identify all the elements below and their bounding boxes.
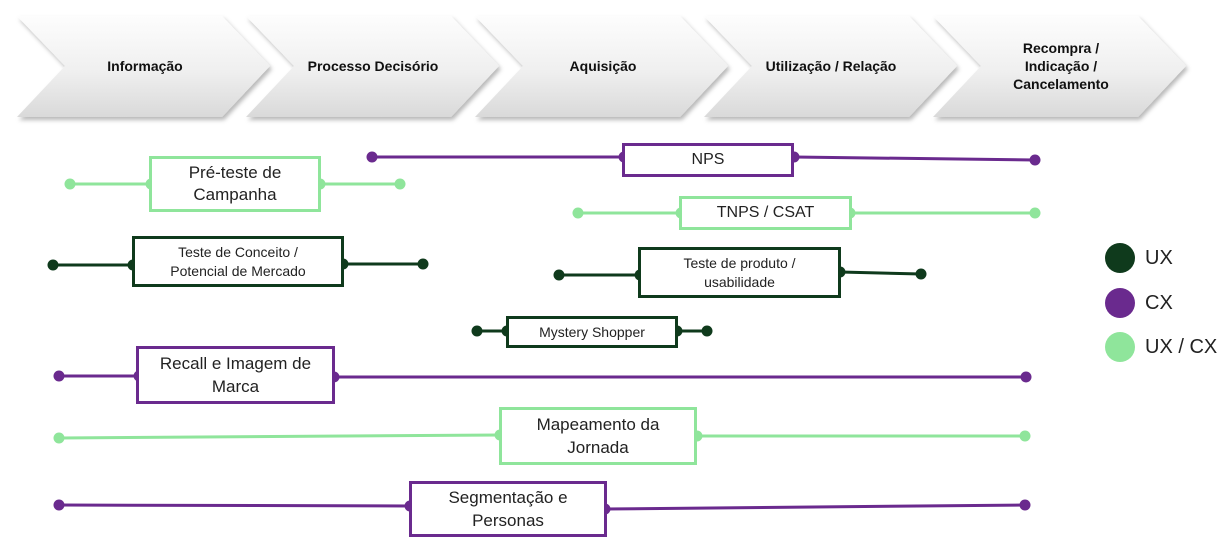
connector-dot (53, 499, 65, 511)
connector-line (839, 270, 922, 276)
connector-dot (366, 151, 378, 163)
connector-dot (53, 432, 65, 444)
connector-dot (1029, 154, 1041, 166)
method-segmentacao-personas: Segmentação e Personas (409, 481, 607, 537)
legend-uxcx-label: UX / CX (1145, 335, 1218, 358)
connector-dot (553, 269, 565, 281)
connector-dot (53, 370, 65, 382)
connector-dot (1020, 371, 1032, 383)
stage-utilizacao-relacao: Utilização / Relação (765, 58, 897, 74)
legend-uxcx: UX / CX (1105, 332, 1217, 362)
legend-ux-label: UX (1145, 246, 1173, 269)
connector-dot (471, 325, 483, 337)
connector-line (604, 503, 1026, 511)
method-mapeamento-jornada: Mapeamento da Jornada (499, 407, 697, 465)
connector-dot (394, 178, 406, 190)
connector-dot (1019, 499, 1031, 511)
connector-line (793, 155, 1036, 162)
legend-uxcx-dot (1105, 332, 1135, 362)
stage-chevron (933, 16, 1186, 117)
connector-line (58, 433, 501, 440)
legend-ux-dot (1105, 243, 1135, 273)
connector-dot (64, 178, 76, 190)
method-teste-produto: Teste de produto / usabilidade (638, 247, 841, 298)
connector-dot (701, 325, 713, 337)
stage-processo-decisorio: Processo Decisório (307, 58, 439, 74)
stage-recompra-indicacao-cancelamento: Recompra / Indicação / Cancelamento (1013, 40, 1109, 92)
connector-dot (47, 259, 59, 271)
stage-chevron (475, 16, 728, 117)
method-nps: NPS (622, 143, 794, 177)
legend-cx-label: CX (1145, 291, 1173, 314)
stage-chevron (17, 16, 270, 117)
stage-informacao: Informação (107, 58, 183, 74)
connector-dot (1029, 207, 1041, 219)
method-mystery-shopper: Mystery Shopper (506, 316, 678, 348)
legend-cx-dot (1105, 288, 1135, 318)
connector-dot (417, 258, 429, 270)
connector-dot (915, 268, 927, 280)
legend-ux: UX (1105, 243, 1173, 273)
connector-line (58, 503, 411, 508)
connector-dot (572, 207, 584, 219)
method-recall-imagem-marca: Recall e Imagem de Marca (136, 346, 335, 404)
stage-chevron (246, 16, 499, 117)
connector-dot (1019, 430, 1031, 442)
legend-cx: CX (1105, 288, 1173, 318)
stage-chevron (704, 16, 957, 117)
stage-aquisicao: Aquisição (569, 58, 637, 74)
method-tnps-csat: TNPS / CSAT (679, 196, 852, 230)
method-teste-conceito: Teste de Conceito / Potencial de Mercado (132, 236, 344, 287)
method-pre-teste-campanha: Pré-teste de Campanha (149, 156, 321, 212)
